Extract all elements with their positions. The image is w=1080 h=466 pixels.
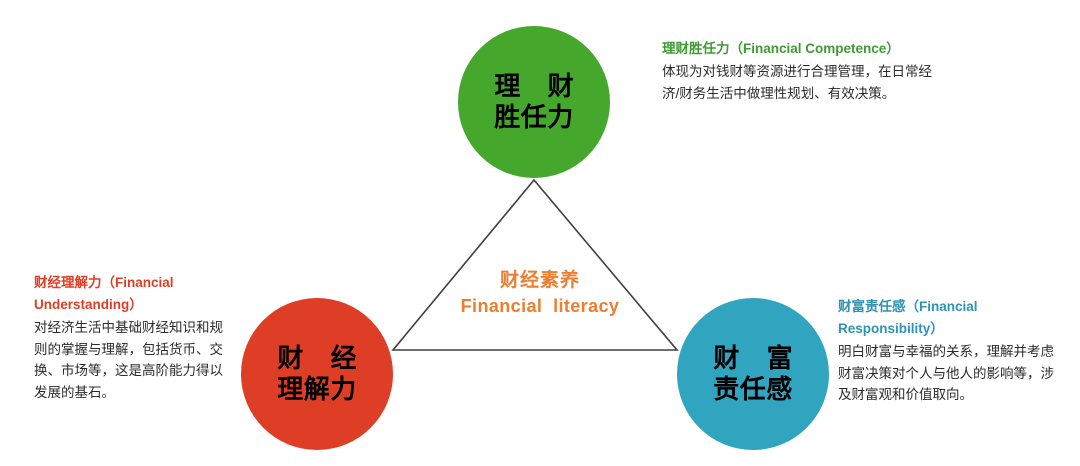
node-circle-understanding[interactable]: 财 经 理解力 bbox=[241, 298, 393, 450]
annotation-understanding: 财经理解力（Financial Understanding） 对经济生活中基础财… bbox=[34, 272, 234, 404]
node-label-understanding-line1: 财 经 bbox=[277, 343, 367, 374]
center-caption-english: Financial literacy bbox=[460, 295, 620, 316]
node-label-understanding-line2: 理解力 bbox=[277, 374, 357, 404]
annotation-responsibility-body: 明白财富与幸福的关系，理解并考虑财富决策对个人与他人的影响等，涉及财富观和价值取… bbox=[838, 343, 1054, 403]
annotation-understanding-body: 对经济生活中基础财经知识和规则的掌握与理解，包括货币、交换、市场等，这是高阶能力… bbox=[34, 319, 223, 401]
triangle-outline bbox=[391, 178, 679, 351]
node-circle-competence[interactable]: 理 财 胜任力 bbox=[458, 26, 610, 178]
annotation-responsibility: 财富责任感（Financial Responsibility） 明白财富与幸福的… bbox=[838, 296, 1054, 406]
node-label-competence-line2: 胜任力 bbox=[494, 102, 574, 132]
node-label-competence-line1: 理 财 bbox=[494, 71, 584, 102]
annotation-competence-body: 体现为对钱财等资源进行合理管理，在日常经济/财务生活中做理性规划、有效决策。 bbox=[662, 63, 932, 101]
annotation-understanding-heading: 财经理解力（Financial Understanding） bbox=[34, 275, 174, 312]
node-label-responsibility-line1: 财 富 bbox=[713, 343, 803, 374]
annotation-competence-heading: 理财胜任力（Financial Competence） bbox=[662, 41, 900, 56]
center-caption: 财经素养 Financial literacy bbox=[440, 268, 640, 319]
annotation-competence: 理财胜任力（Financial Competence） 体现为对钱财等资源进行合… bbox=[662, 38, 940, 105]
annotation-responsibility-heading: 财富责任感（Financial Responsibility） bbox=[838, 299, 978, 336]
center-caption-chinese: 财经素养 bbox=[499, 270, 580, 291]
node-circle-responsibility[interactable]: 财 富 责任感 bbox=[677, 298, 829, 450]
node-label-responsibility-line2: 责任感 bbox=[713, 374, 793, 404]
